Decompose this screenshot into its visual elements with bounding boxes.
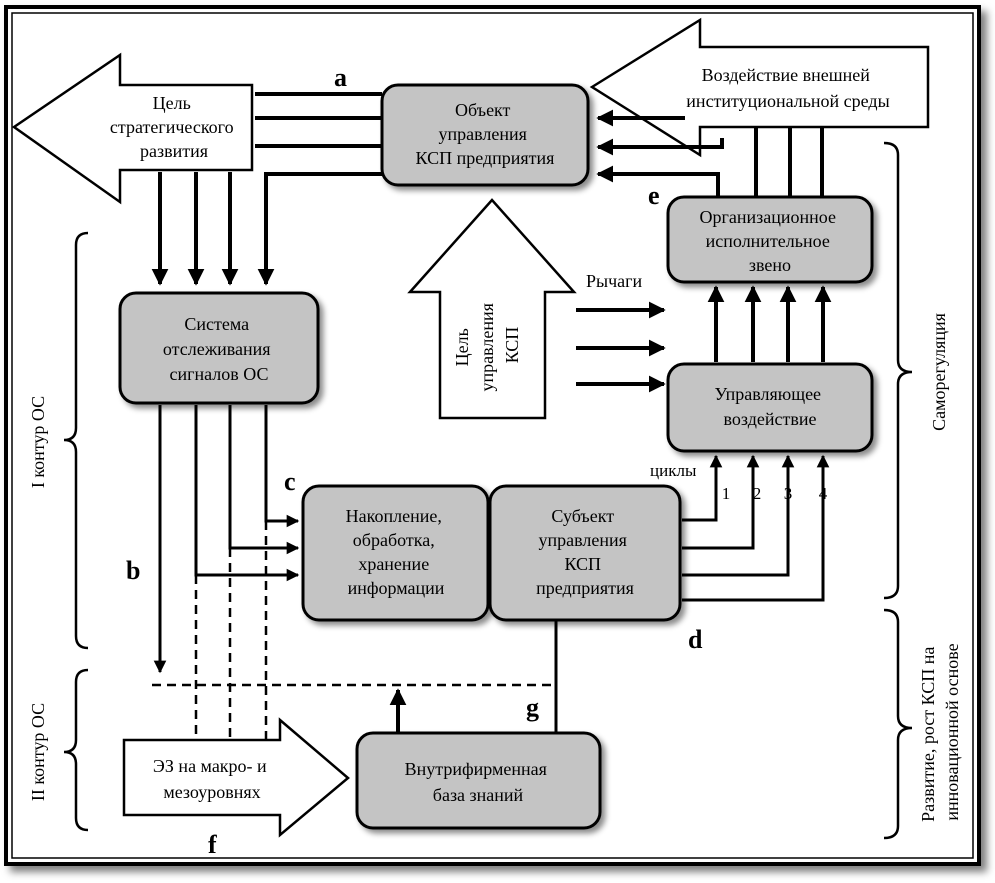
strategic-goal-text: Цель стратегического развития bbox=[110, 93, 238, 161]
external-env-arrow-shape bbox=[589, 17, 930, 158]
strategic-goal-arrow-shape bbox=[11, 52, 254, 205]
monitoring-line3: сигналов ОС bbox=[170, 364, 269, 384]
subject-line2: управления bbox=[539, 530, 627, 550]
monitoring-line2: отслеживания bbox=[163, 339, 271, 359]
label-f: f bbox=[208, 830, 217, 859]
accumulation-line3: хранение bbox=[358, 554, 429, 574]
control-action-text: Управляющее воздействие bbox=[714, 384, 825, 429]
control-object-text: Объект управления КСП предприятия bbox=[416, 100, 555, 168]
levers-label: Рычаги bbox=[586, 271, 643, 291]
control-object-line3: КСП предприятия bbox=[416, 148, 555, 168]
ksp-goal-line2: управления bbox=[477, 303, 497, 391]
brace-contour1 bbox=[63, 231, 89, 650]
strategic-goal-line2: стратегического bbox=[110, 117, 234, 137]
control-subject-text: Субъект управления КСП предприятия bbox=[536, 506, 634, 598]
label-d: d bbox=[688, 625, 703, 654]
brace-contour2 bbox=[63, 668, 89, 832]
accumulation-line1: Накопление, bbox=[346, 506, 442, 526]
control-action-line1: Управляющее bbox=[714, 384, 821, 404]
org-line3: звено bbox=[749, 255, 791, 275]
external-knowledge-arrow-shape bbox=[122, 717, 350, 838]
control-action-box bbox=[666, 362, 874, 453]
subject-line3: КСП bbox=[564, 554, 601, 574]
cycle-number-4: 4 bbox=[819, 484, 828, 503]
control-subject-box bbox=[488, 484, 682, 622]
contour2-label: II контур ОС bbox=[28, 703, 48, 801]
org-line2: исполнительное bbox=[706, 231, 830, 251]
strategic-goal-line3: развития bbox=[140, 141, 208, 161]
ksp-goal-arrow-shape bbox=[407, 198, 577, 420]
development-label: Развитие, рост КСП на инновационной осно… bbox=[918, 642, 962, 822]
kb-line2: база знаний bbox=[433, 785, 524, 805]
label-a: a bbox=[334, 63, 347, 92]
cycles-label: циклы bbox=[650, 461, 697, 480]
org-line1: Организационное bbox=[700, 207, 836, 227]
cycle-number-1: 1 bbox=[722, 484, 731, 503]
accumulation-text: Накопление, обработка, хранение информац… bbox=[346, 506, 447, 598]
monitoring-line1: Система bbox=[184, 314, 249, 334]
label-g: g bbox=[526, 693, 539, 722]
subject-line1: Субъект bbox=[551, 506, 614, 526]
cycle-number-2: 2 bbox=[753, 484, 762, 503]
brace-development bbox=[883, 608, 913, 840]
control-object-box bbox=[380, 83, 590, 187]
control-object-line1: Объект bbox=[455, 100, 511, 120]
label-c: c bbox=[284, 467, 296, 496]
org-executive-text: Организационное исполнительное звено bbox=[700, 207, 841, 275]
knowledge-base-text: Внутрифирменная база знаний bbox=[405, 759, 552, 805]
ek-line1: ЭЗ на макро- и bbox=[153, 756, 267, 776]
external-knowledge-text: ЭЗ на макро- и мезоуровнях bbox=[153, 756, 271, 802]
inner-frame bbox=[11, 12, 974, 859]
brace-selfreg bbox=[883, 141, 913, 600]
control-action-line2: воздействие bbox=[724, 409, 817, 429]
subject-line4: предприятия bbox=[536, 578, 634, 598]
contour1-label: I контур ОС bbox=[28, 396, 48, 488]
external-env-text: Воздействие внешней институциональной ср… bbox=[686, 65, 889, 111]
ksp-goal-line3: КСП bbox=[502, 327, 522, 364]
accumulation-box bbox=[301, 484, 490, 622]
ek-line2: мезоуровнях bbox=[163, 782, 260, 802]
external-env-line2: институциональной среды bbox=[686, 91, 889, 111]
control-object-line2: управления bbox=[439, 124, 527, 144]
ksp-goal-text: Цель управления КСП bbox=[452, 299, 522, 392]
monitoring-system-box bbox=[118, 291, 320, 405]
development-line2: инновационной основе bbox=[942, 643, 962, 820]
monitoring-system-text: Система отслеживания сигналов ОС bbox=[163, 314, 275, 384]
ksp-goal-line1: Цель bbox=[452, 328, 472, 366]
external-env-line1: Воздействие внешней bbox=[702, 65, 871, 85]
kb-line1: Внутрифирменная bbox=[405, 759, 547, 779]
accumulation-line2: обработка, bbox=[353, 530, 435, 550]
cycle-number-3: 3 bbox=[784, 484, 793, 503]
self-regulation-label: Саморегуляция bbox=[929, 313, 949, 431]
strategic-goal-line1: Цель bbox=[153, 93, 191, 113]
label-b: b bbox=[126, 556, 140, 585]
accumulation-line4: информации bbox=[348, 578, 445, 598]
org-executive-box bbox=[666, 195, 874, 284]
label-e: e bbox=[648, 181, 660, 210]
knowledge-base-box bbox=[355, 731, 602, 830]
development-line1: Развитие, рост КСП на bbox=[918, 647, 938, 822]
